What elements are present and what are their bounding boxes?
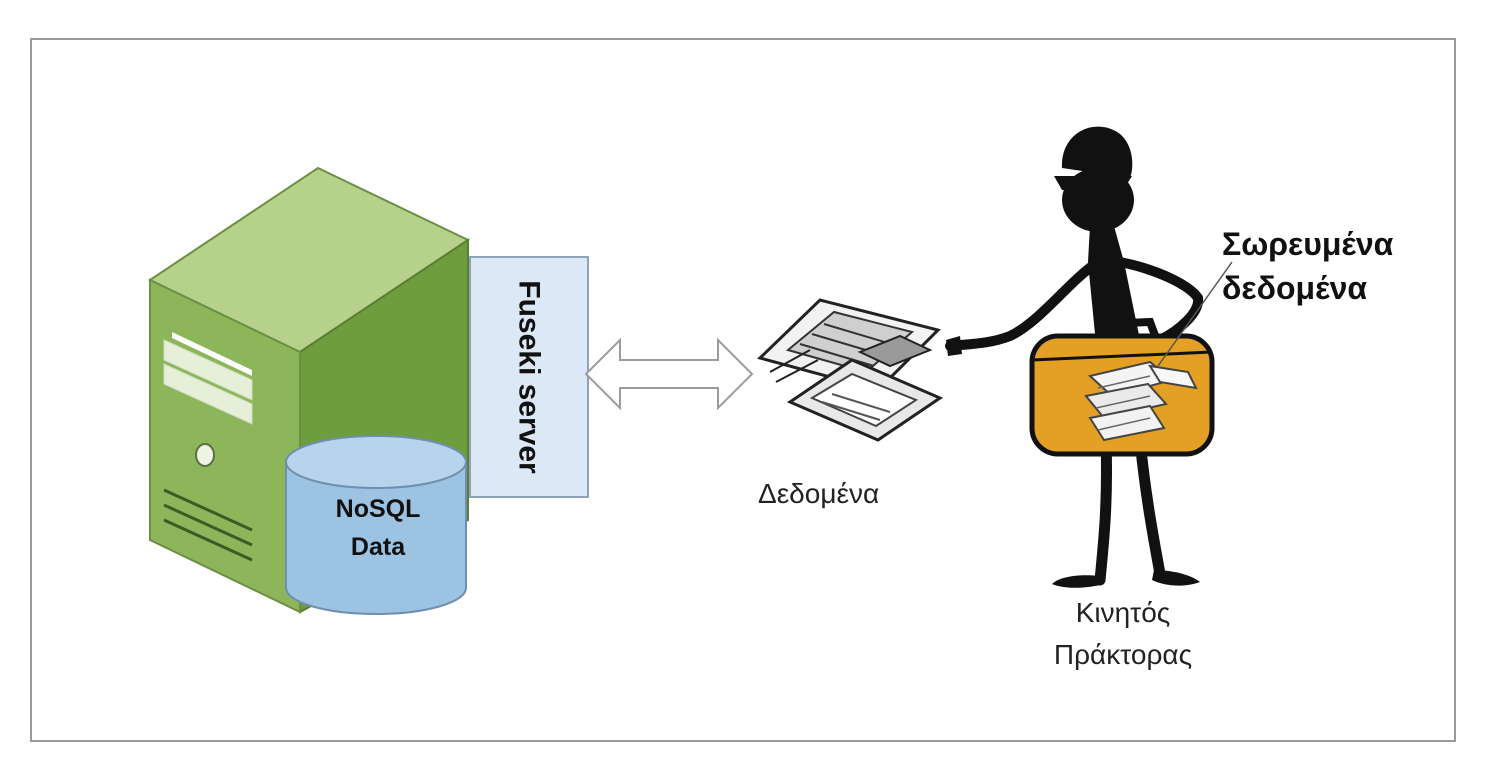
nosql-database-icon [285,435,467,615]
accumulated-data-label: Σωρευμένα δεδομένα [1222,222,1393,310]
fuseki-server-panel [469,256,589,498]
nosql-label-line2: Data [350,533,406,561]
nosql-label-line1: NoSQL [335,495,421,523]
floppy-disks-icon [757,298,944,442]
mobile-agent-label: Κινητός Πράκτορας [1030,592,1216,676]
papers-stack-icon [1084,360,1198,442]
bidirectional-arrow-icon [584,337,754,411]
agent-label-line1: Κινητός [1075,597,1171,628]
agent-label-line2: Πράκτορας [1053,639,1193,670]
fuseki-server-text: Fuseki server [513,280,546,474]
mobile-agent-figure-icon [945,126,1204,588]
data-label: Δεδομένα [758,478,880,509]
fuseki-server-label: Fuseki server [470,257,588,497]
nosql-data-label: NoSQL Data [290,490,466,566]
callout-line [1157,261,1233,367]
accumulated-label-line1: Σωρευμένα [1222,226,1394,262]
accumulated-label-line2: δεδομένα [1222,270,1368,306]
